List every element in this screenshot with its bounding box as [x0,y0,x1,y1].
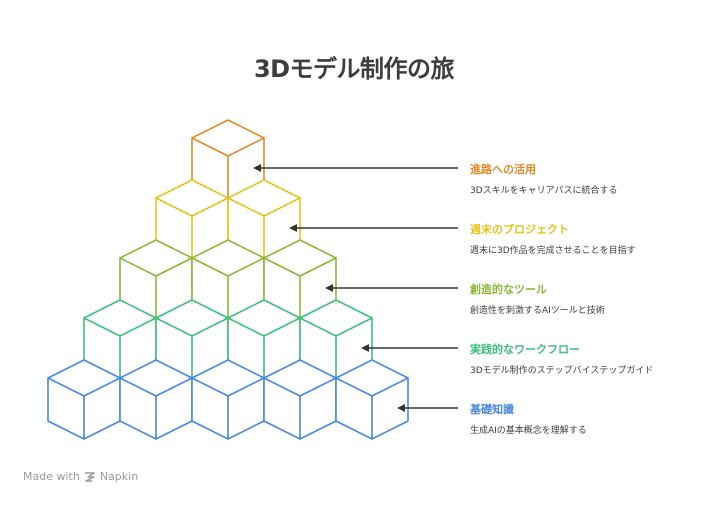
level-desc-creative-tools: 創造性を刺激するAIツールと技術 [470,306,605,316]
level-title-workflow: 実践的なワークフロー [470,343,580,356]
level-title-creative-tools: 創造的なツール [470,283,547,296]
cube-workflow-4 [299,299,373,380]
cube-creative-tools-3 [263,239,337,320]
level-title-fundamentals: 基礎知識 [470,403,514,416]
cube-fundamentals-5 [335,359,409,440]
cube-fundamentals-1 [47,359,121,440]
level-desc-fundamentals: 生成AIの基本概念を理解する [470,426,587,436]
cube-fundamentals-2 [119,359,193,440]
level-desc-career: 3Dスキルをキャリアパスに統合する [470,186,618,196]
made-with-napkin-footer[interactable]: Made with Napkin [23,470,138,483]
napkin-logo-icon [84,471,95,482]
level-desc-weekend-project: 週末に3D作品を完成させることを目指す [470,246,636,256]
napkin-brand-label: Napkin [99,470,139,483]
cube-fundamentals-3 [191,359,265,440]
level-desc-workflow: 3Dモデル制作のステップバイステップガイド [470,366,654,376]
cube-fundamentals-4 [263,359,337,440]
level-title-career: 進路への活用 [470,163,536,176]
diagram-title: 3Dモデル制作の旅 [253,55,455,83]
made-with-label: Made with [23,470,80,483]
level-title-weekend-project: 週末のプロジェクト [470,223,569,236]
